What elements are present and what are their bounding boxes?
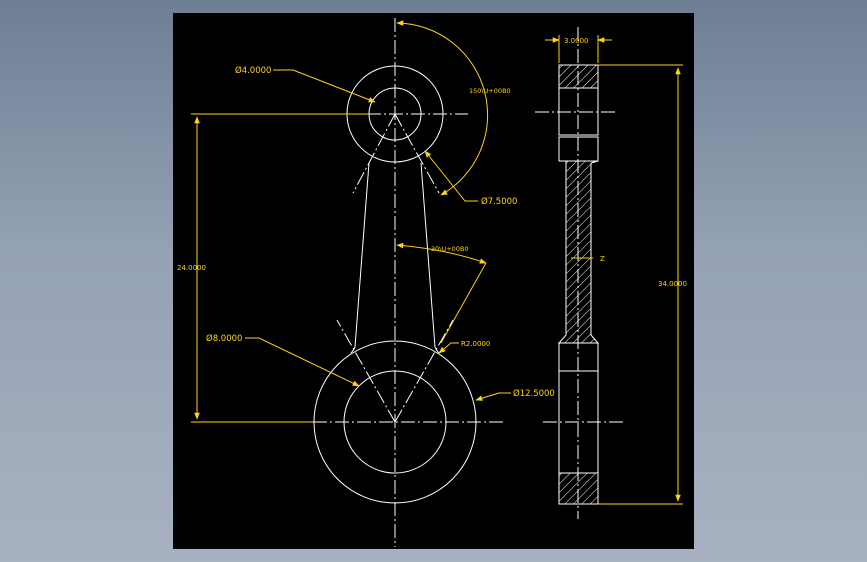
leader-d7-5 — [424, 150, 478, 202]
bottom-hatched-section — [558, 472, 599, 505]
cad-drawing: 24.0000 Ø4.0000 150\U+00B0 Ø7.5000 30\U+… — [177, 18, 687, 547]
top-hatched-section — [558, 64, 599, 89]
construction-line — [394, 113, 440, 194]
side-view: 3.0000 Z 34.0000 — [535, 27, 687, 519]
dim-angle-30: 30\U+00B0 — [431, 245, 469, 253]
section-mark-z: Z — [600, 255, 605, 263]
dim-d4: Ø4.0000 — [235, 65, 271, 76]
shank-hatched-section — [557, 160, 600, 344]
big-end-bore-circle — [343, 370, 447, 474]
dim-angle-150: 150\U+00B0 — [469, 87, 511, 95]
shank-edge-right — [420, 162, 436, 348]
dim-height-34: 34.0000 — [658, 280, 687, 288]
construction-line — [394, 319, 454, 423]
leader-d12-5 — [475, 392, 511, 401]
dim-d7-5: Ø7.5000 — [481, 196, 517, 207]
dim-d12-5: Ø12.5000 — [513, 388, 555, 399]
front-view: 24.0000 Ø4.0000 150\U+00B0 Ø7.5000 30\U+… — [177, 18, 555, 547]
construction-line — [336, 319, 396, 423]
fillet-left — [350, 346, 356, 354]
dim-d8: Ø8.0000 — [206, 333, 242, 344]
construction-line — [352, 113, 396, 194]
angle-arc-150 — [396, 20, 489, 196]
angle-arc-30 — [396, 242, 487, 264]
dim-width-3: 3.0000 — [564, 37, 589, 45]
big-end-outer-circle — [313, 340, 477, 504]
shank-edge-left — [354, 162, 370, 348]
angle-extension — [440, 262, 487, 344]
dim-24: 24.0000 — [177, 264, 206, 272]
drawing-sheet: 24.0000 Ø4.0000 150\U+00B0 Ø7.5000 30\U+… — [173, 13, 694, 549]
small-end-boss — [558, 64, 599, 136]
leader-d8 — [245, 337, 360, 387]
leader-r2 — [438, 342, 459, 354]
dim-r2: R2.0000 — [461, 340, 490, 348]
leader-d4 — [273, 69, 376, 103]
